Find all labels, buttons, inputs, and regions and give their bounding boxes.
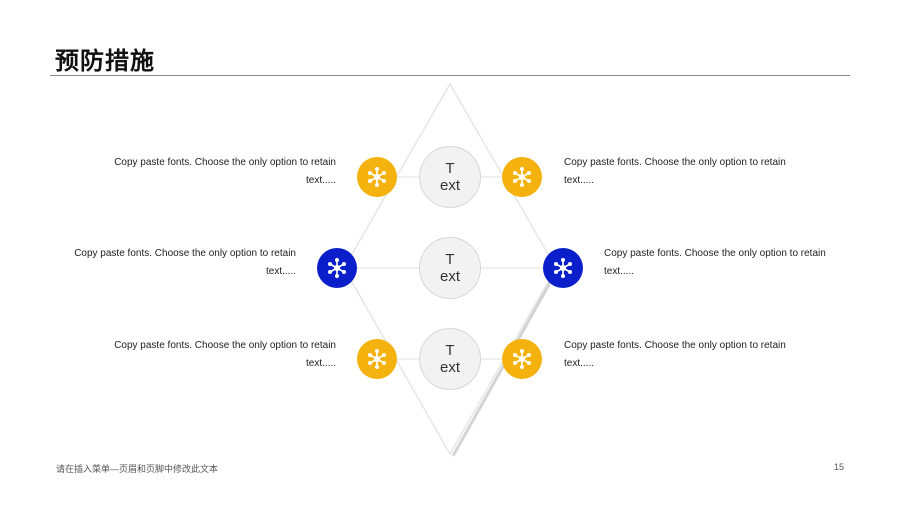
- text-bottom-right: Copy paste fonts. Choose the only option…: [564, 340, 786, 369]
- slide-title: 预防措施: [55, 48, 155, 75]
- page-number: 15: [833, 462, 844, 472]
- node-middle-right: [543, 248, 583, 288]
- center-circle-middle: T ext: [419, 237, 481, 299]
- text-middle-right: Copy paste fonts. Choose the only option…: [604, 248, 826, 277]
- node-bottom-left: [357, 339, 397, 379]
- center-circle-top: T ext: [419, 146, 481, 208]
- node-top-left: [357, 157, 397, 197]
- node-bottom-right: [502, 339, 542, 379]
- network-icon: [513, 167, 531, 187]
- network-icon: [368, 167, 386, 187]
- title-divider: [50, 75, 850, 76]
- node-top-right: [502, 157, 542, 197]
- network-icon: [554, 258, 572, 278]
- network-icon: [513, 349, 531, 369]
- network-icon: [368, 349, 386, 369]
- network-icon: [328, 258, 346, 278]
- footer-text: 请在插入菜单—页眉和页脚中修改此文本: [56, 464, 219, 474]
- text-top-right: Copy paste fonts. Choose the only option…: [564, 157, 786, 186]
- text-bottom-left: Copy paste fonts. Choose the only option…: [114, 340, 336, 369]
- center-circle-bottom: T ext: [419, 328, 481, 390]
- text-top-left: Copy paste fonts. Choose the only option…: [114, 157, 336, 186]
- node-middle-left: [317, 248, 357, 288]
- text-middle-left: Copy paste fonts. Choose the only option…: [74, 248, 296, 277]
